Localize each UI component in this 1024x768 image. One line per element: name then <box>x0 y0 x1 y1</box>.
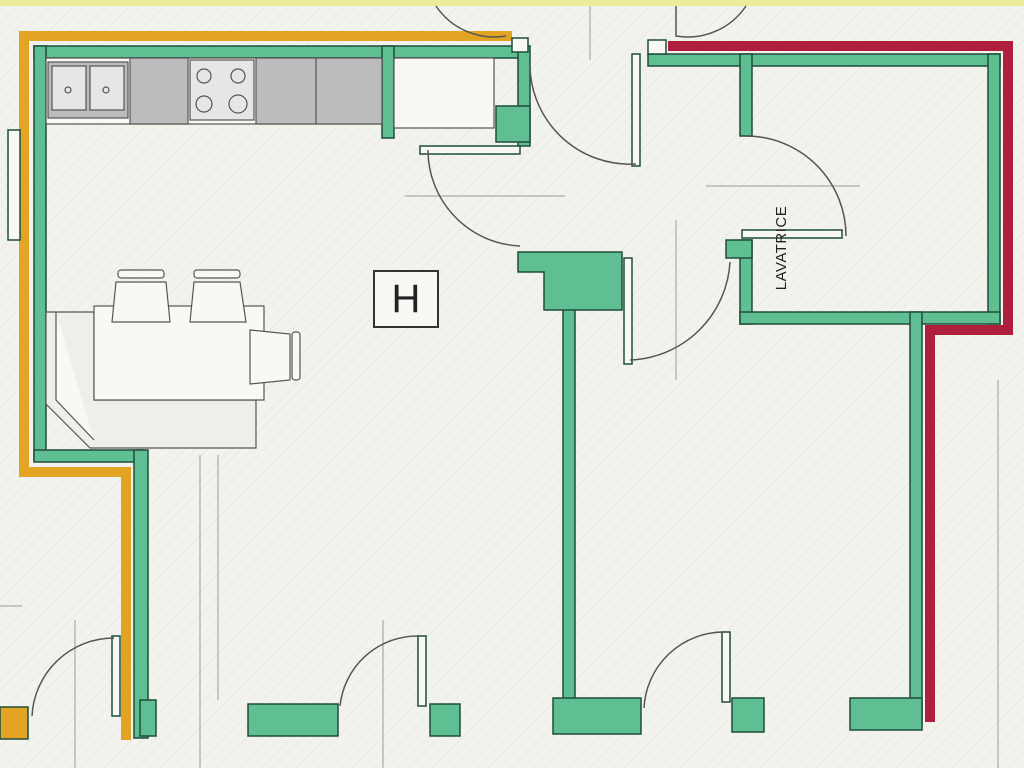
yellow-wall-stub <box>0 706 29 740</box>
dining-area <box>45 269 301 449</box>
interior-walls <box>33 45 1001 739</box>
sink-icon <box>47 61 129 119</box>
yellow-boundary-wall <box>19 31 512 740</box>
grid-lines <box>0 6 999 768</box>
laundry-label: LAVATRICE <box>773 205 790 291</box>
stove-icon <box>189 59 255 121</box>
door-jambs <box>7 37 843 717</box>
red-boundary-wall <box>668 41 1013 722</box>
top-strip <box>0 0 1024 6</box>
door-swing-icon <box>31 5 847 717</box>
unit-label: H <box>373 270 439 328</box>
